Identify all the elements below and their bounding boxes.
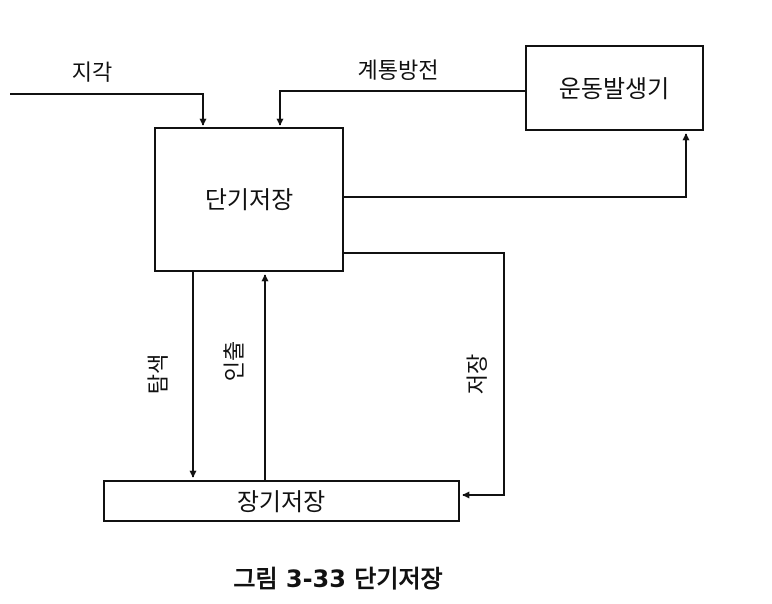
retrieval-label: 인출 — [223, 341, 248, 381]
perception-label: 지각 — [72, 61, 112, 86]
perception-arrow — [10, 93, 207, 126]
motor-generator-label: 운동발생기 — [559, 75, 669, 103]
storage-arrow — [343, 252, 505, 499]
short-term-storage-box — [154, 127, 344, 272]
rehearsal-arrow — [276, 90, 526, 126]
short-term-storage-label: 단기저장 — [205, 186, 293, 214]
figure-caption: 그림 3-33 단기저장 — [233, 565, 442, 593]
long-term-storage-label: 장기저장 — [237, 488, 325, 516]
rehearsal-label: 계통방전 — [358, 59, 439, 84]
motor-generator-box — [525, 45, 704, 131]
search-label: 탐색 — [147, 354, 172, 394]
storage-label: 저장 — [466, 354, 491, 394]
output-arrow — [343, 133, 690, 198]
long-term-storage-box — [103, 480, 460, 522]
